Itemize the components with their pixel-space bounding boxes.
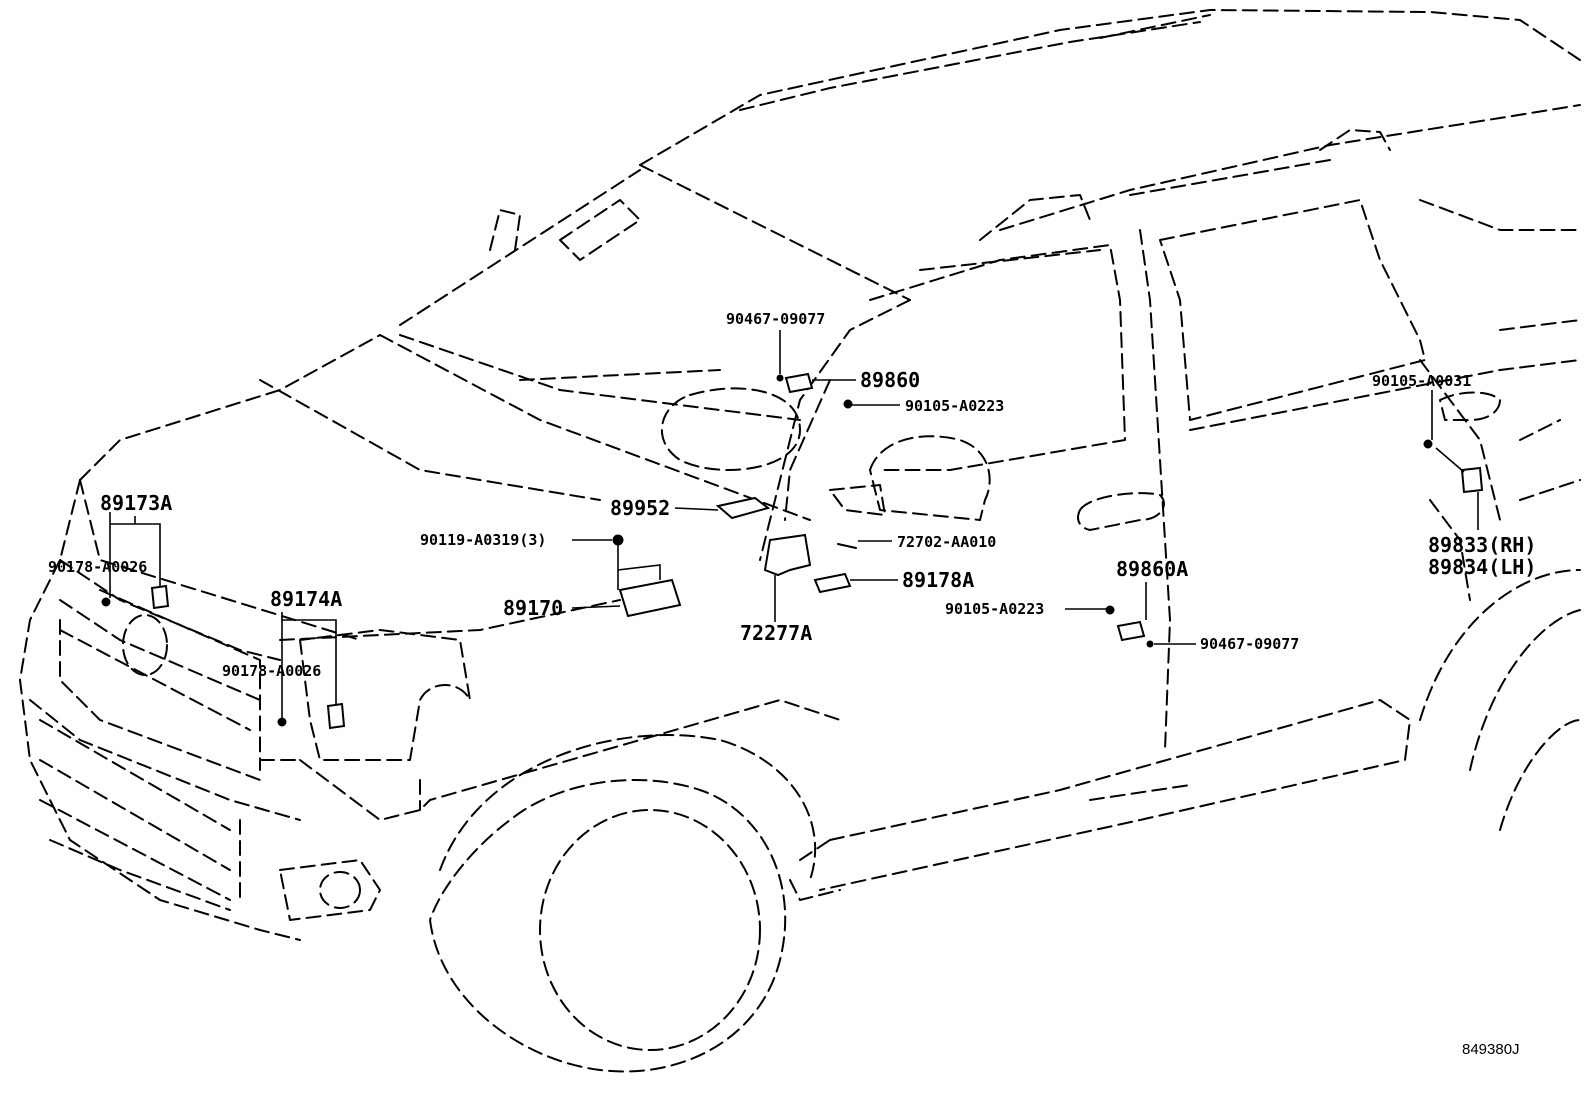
label-90178-a0026-mid: 90178-A0026	[222, 662, 321, 680]
label-90105-a0223-bottom: 90105-A0223	[945, 600, 1044, 618]
module-89952	[715, 496, 771, 520]
label-72277a: 72277A	[740, 621, 812, 645]
label-89834-lh: 89834(LH)	[1428, 555, 1536, 579]
label-72702-aa010: 72702-AA010	[897, 533, 996, 551]
sensor-89833-89834	[1460, 466, 1484, 494]
bolt-72702	[837, 543, 857, 549]
label-89170: 89170	[503, 596, 563, 620]
bracket-72277a	[763, 533, 812, 577]
label-90178-a0026-left: 90178-A0026	[48, 558, 147, 576]
airbag-ecu-89170	[618, 578, 682, 618]
part-labels: 90467-09077 89860 90105-A0223 90105-A003…	[48, 310, 1536, 1058]
diagram-code: 849380J	[1462, 1041, 1520, 1058]
label-89860a: 89860A	[1116, 557, 1188, 581]
label-90467-09077-top: 90467-09077	[726, 310, 825, 328]
parts-group	[101, 372, 1484, 730]
label-90105-a0223-top: 90105-A0223	[905, 397, 1004, 415]
bolt-90178-mid	[277, 717, 287, 727]
bolt-90467-bottom	[1146, 640, 1154, 648]
label-89860: 89860	[860, 368, 920, 392]
bolt-90467-top	[776, 374, 784, 382]
sensor-89174a	[326, 702, 346, 730]
sensor-89178a	[813, 572, 852, 594]
label-90105-a0031: 90105-A0031	[1372, 372, 1471, 390]
vehicle-outline	[19, 9, 1581, 1073]
leader-lines	[109, 330, 1479, 718]
label-90467-09077-bottom: 90467-09077	[1200, 635, 1299, 653]
label-89178a: 89178A	[902, 568, 974, 592]
sensor-89860a	[1116, 620, 1146, 642]
bolt-90178-left	[101, 597, 111, 607]
label-89952: 89952	[610, 496, 670, 520]
label-89833-rh: 89833(RH)	[1428, 533, 1536, 557]
label-89173a: 89173A	[100, 491, 172, 515]
sensor-89173a	[150, 584, 170, 610]
label-89174a: 89174A	[270, 587, 342, 611]
bolt-90105-top	[843, 399, 853, 409]
bolt-90105-bottom	[1105, 605, 1115, 615]
label-90119-a0319: 90119-A0319(3)	[420, 531, 546, 549]
bolt-90119	[612, 534, 624, 546]
sensor-89860	[784, 372, 814, 394]
bolt-90105-a0031	[1423, 439, 1433, 449]
